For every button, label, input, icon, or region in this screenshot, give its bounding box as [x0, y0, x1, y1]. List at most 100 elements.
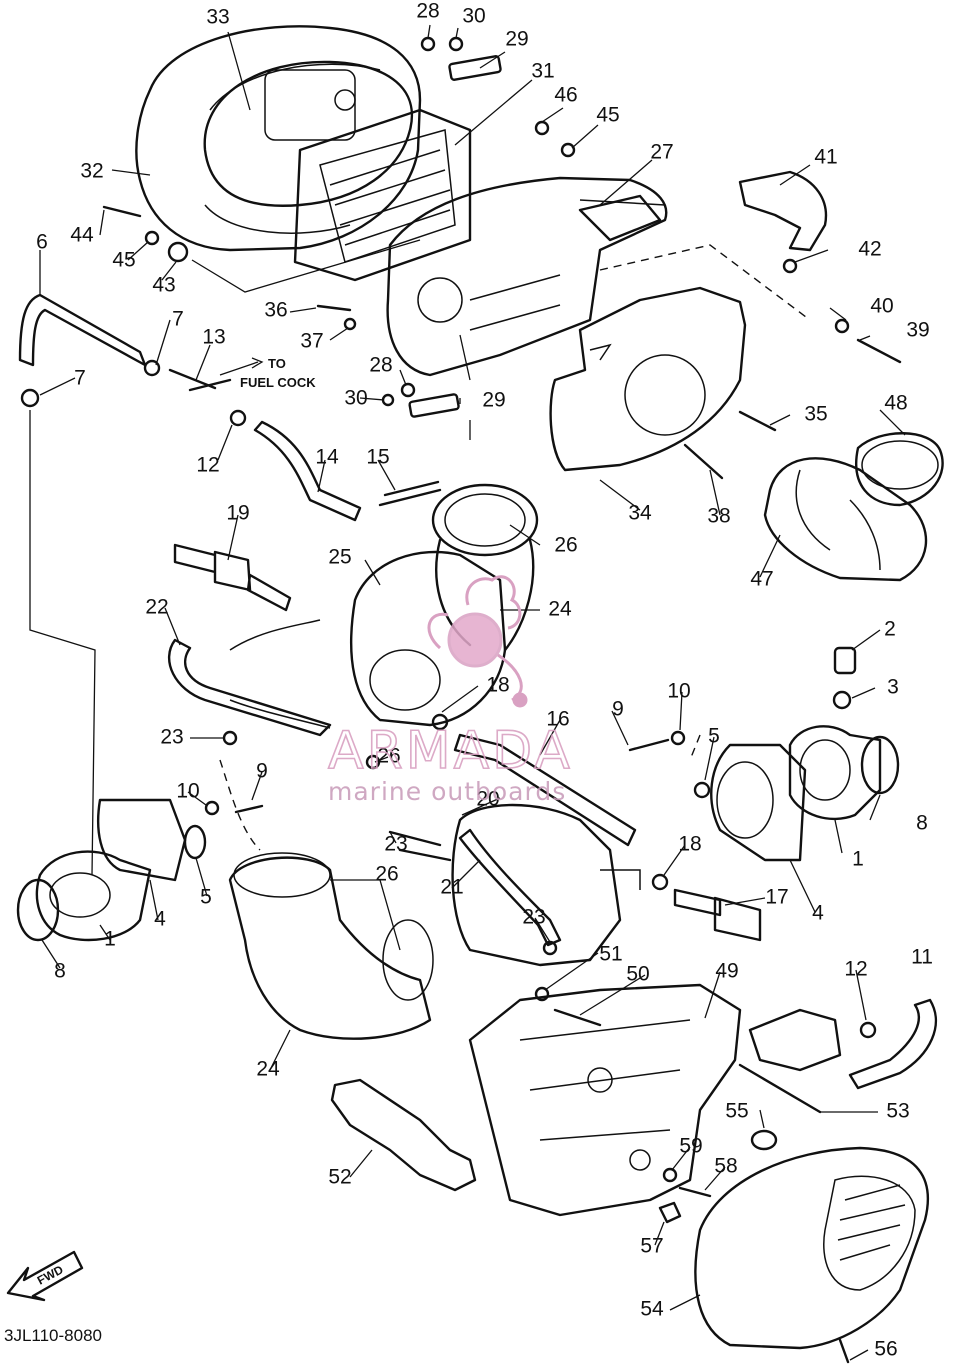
callout-18a: 18: [486, 674, 509, 697]
hose-11: [848, 998, 938, 1090]
note-line-2: FUEL COCK: [240, 375, 316, 390]
bracket-41: [738, 170, 828, 252]
bolt-44: [102, 205, 142, 218]
watermark: ARMADA marine outboards: [327, 575, 571, 806]
grommet-28-top: [420, 36, 436, 52]
callout-56: 56: [874, 1338, 897, 1361]
callout-44: 44: [70, 224, 94, 247]
fitting-20: [388, 830, 452, 862]
hose-22: [167, 638, 332, 737]
bolt-9-left: [234, 804, 264, 814]
hose-6: [18, 293, 147, 367]
manifold-1-left: [35, 850, 152, 942]
bolt-39: [856, 338, 902, 364]
callout-59: 59: [679, 1135, 702, 1158]
callout-20: 20: [476, 788, 499, 811]
callout-24a: 24: [548, 598, 572, 621]
screw-23-left: [222, 730, 238, 746]
callout-50: 50: [626, 963, 649, 986]
elbow-24-lower: [228, 856, 432, 1040]
holder-4-left: [97, 798, 187, 882]
callout-29a: 29: [505, 28, 528, 51]
callout-38: 38: [707, 505, 730, 528]
clip-18-lower: [651, 873, 669, 891]
filter-element-31: [293, 108, 472, 282]
side-cover-54: [694, 1146, 930, 1350]
callout-57: 57: [640, 1235, 663, 1258]
damper-43: [167, 241, 189, 263]
callout-35: 35: [804, 403, 827, 426]
callout-1b: 1: [104, 928, 116, 951]
nut-3: [832, 690, 852, 710]
callout-42: 42: [858, 238, 881, 261]
callout-23a: 23: [160, 726, 183, 749]
callout-10a: 10: [667, 680, 690, 703]
callout-25: 25: [328, 546, 351, 569]
tube-16: [453, 733, 637, 847]
callout-24b: 24: [256, 1058, 280, 1081]
callout-48: 48: [884, 392, 907, 415]
callout-22: 22: [145, 596, 168, 619]
plate-29-mid: [408, 393, 460, 418]
fitting-15: [378, 480, 442, 507]
callout-18b: 18: [678, 833, 701, 856]
washer-45-top: [560, 142, 576, 158]
cap-2: [833, 646, 857, 675]
cock-13: [168, 368, 232, 392]
callout-37: 37: [300, 330, 323, 353]
callout-43: 43: [152, 274, 175, 297]
air-cleaner-cover-32: [135, 25, 422, 252]
callout-5b: 5: [200, 886, 212, 909]
assembly-dashes: [219, 244, 811, 851]
callout-36: 36: [264, 299, 287, 322]
callout-12b: 12: [844, 958, 867, 981]
callout-31: 31: [531, 60, 554, 83]
callout-45a: 45: [596, 104, 619, 127]
callout-40: 40: [870, 295, 893, 318]
oring-8-right: [860, 735, 900, 795]
washer-10-right: [670, 730, 686, 746]
callout-21: 21: [440, 876, 463, 899]
callout-9a: 9: [612, 698, 624, 721]
callout-8b: 8: [54, 960, 66, 983]
callout-7a: 7: [172, 308, 184, 331]
bolt-38: [683, 443, 724, 480]
watermark-tagline: marine outboards: [328, 777, 566, 806]
callout-13: 13: [202, 326, 225, 349]
screw-56: [838, 1338, 850, 1364]
diagram-code: 3JL110-8080: [4, 1326, 102, 1345]
callout-34: 34: [628, 502, 652, 525]
callout-14: 14: [315, 446, 339, 469]
callout-55: 55: [725, 1100, 748, 1123]
screw-35: [738, 410, 777, 432]
hose-21: [458, 828, 562, 947]
callout-4a: 4: [154, 908, 166, 931]
callout-58: 58: [714, 1155, 737, 1178]
grommet-55: [750, 1129, 778, 1151]
air-cleaner-case-27: [386, 176, 668, 377]
callout-29b: 29: [482, 389, 505, 412]
callout-6: 6: [36, 231, 48, 254]
callout-19: 19: [226, 502, 249, 525]
callout-5a: 5: [708, 725, 720, 748]
callout-15: 15: [366, 446, 389, 469]
callout-28a: 28: [416, 0, 439, 23]
callout-45b: 45: [112, 249, 135, 272]
fwd-arrow: FWD: [6, 1250, 84, 1302]
callout-9b: 9: [256, 760, 268, 783]
clip-18-top: [431, 713, 449, 731]
bolt-53: [738, 1063, 822, 1114]
callout-10b: 10: [176, 780, 199, 803]
hose-clamp-48: [855, 432, 944, 507]
cover-34: [549, 286, 747, 472]
note-line-1: TO: [268, 356, 286, 371]
bolt-9-right: [628, 738, 670, 752]
grommet-28-mid: [400, 382, 416, 398]
stay-52: [330, 1078, 477, 1192]
elbow-joint-47: [763, 457, 928, 582]
callout-1a: 1: [852, 848, 864, 871]
bolt-46: [534, 120, 550, 136]
callout-23c: 23: [522, 906, 545, 929]
intake-flange-24: [431, 483, 539, 557]
callout-32: 32: [80, 160, 103, 183]
